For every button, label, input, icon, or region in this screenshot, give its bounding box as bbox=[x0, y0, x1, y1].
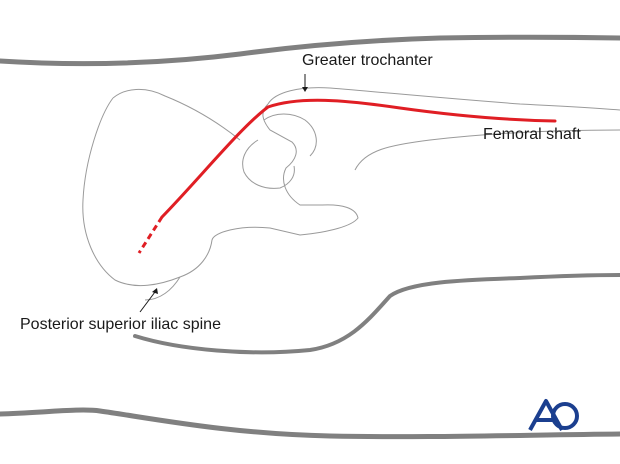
body-outline-middle bbox=[133, 273, 620, 355]
body-outline-lower bbox=[0, 407, 620, 440]
femur-outline-upper bbox=[267, 87, 620, 111]
pelvis-lower-contour bbox=[144, 276, 181, 301]
label-femoral-shaft: Femoral shaft bbox=[483, 126, 581, 143]
leader-greater-trochanter-arrow bbox=[302, 87, 308, 92]
leader-psis-arrow bbox=[152, 288, 158, 294]
femoral-head-contour bbox=[263, 113, 317, 157]
label-posterior-superior-iliac-spine: Posterior superior iliac spine bbox=[20, 316, 221, 333]
pelvis-outline bbox=[82, 97, 359, 286]
acetabulum-outline bbox=[242, 139, 295, 189]
ao-logo bbox=[528, 399, 579, 431]
incision-line bbox=[160, 98, 557, 219]
pelvis-inner-contour bbox=[112, 89, 241, 141]
incision-line-dashed bbox=[137, 216, 164, 254]
body-outline-upper bbox=[0, 34, 620, 67]
leader-psis bbox=[139, 291, 156, 313]
femur-outline-lower bbox=[354, 129, 620, 171]
label-greater-trochanter: Greater trochanter bbox=[302, 52, 433, 69]
